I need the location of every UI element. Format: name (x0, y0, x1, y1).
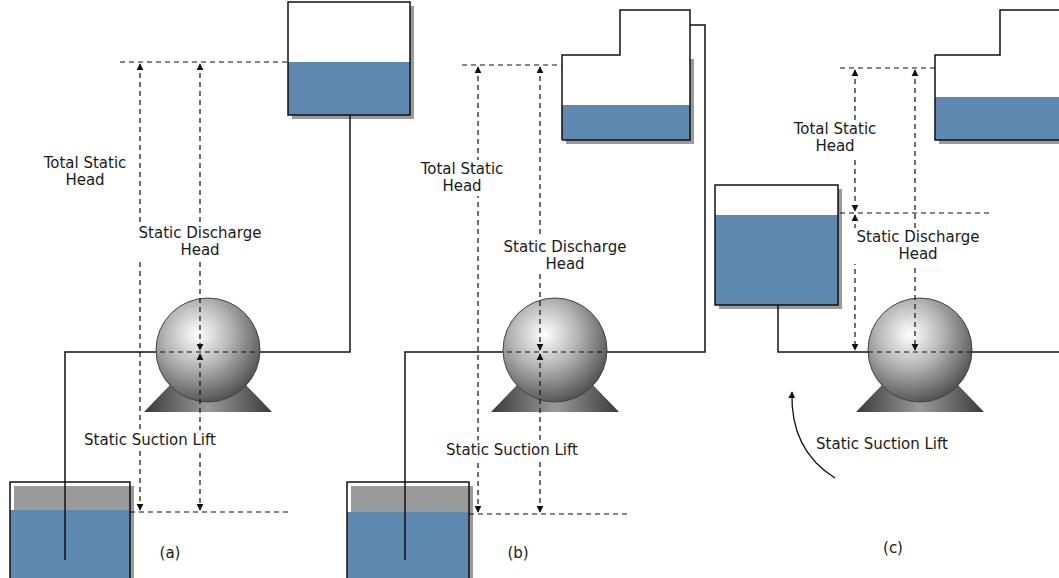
figure-label: (c) (880, 539, 906, 558)
head-label: Static Suction Lift (443, 441, 581, 460)
head-label: Static Discharge Head (850, 228, 986, 264)
suction-tank (715, 185, 838, 305)
tank-body (562, 55, 690, 140)
discharge-tank (562, 10, 690, 140)
water (10, 510, 130, 578)
tank-body (715, 185, 838, 305)
pump (156, 298, 260, 402)
discharge-tank (288, 2, 410, 115)
reference-lines (840, 68, 990, 352)
suction-tank (10, 482, 130, 578)
pump (503, 298, 607, 402)
head-label: Static Discharge Head (497, 238, 633, 274)
suction-tank (347, 482, 469, 578)
discharge-pipe (256, 115, 350, 352)
discharge-tank (935, 10, 1059, 140)
water (562, 105, 690, 140)
figure-label: (a) (157, 544, 184, 563)
head-label: Static Suction Lift (81, 431, 219, 450)
tank-body (935, 55, 1059, 140)
tank-body (288, 2, 410, 115)
diagram-b (347, 10, 705, 578)
head-label: Total Static Head (32, 154, 138, 190)
head-label: Total Static Head (409, 160, 515, 196)
pump (868, 298, 972, 402)
head-label: Total Static Head (782, 120, 888, 156)
suction-pipe (65, 352, 160, 560)
discharge-pipe (603, 25, 705, 352)
water (715, 215, 838, 305)
diagram-c (715, 10, 1059, 478)
discharge-pipe (972, 351, 1059, 353)
water (935, 97, 1059, 140)
figure-label: (b) (504, 544, 531, 563)
head-label: Static Discharge Head (132, 224, 268, 260)
water (288, 62, 410, 115)
water (347, 512, 469, 578)
head-label: Static Suction Lift (813, 435, 951, 454)
